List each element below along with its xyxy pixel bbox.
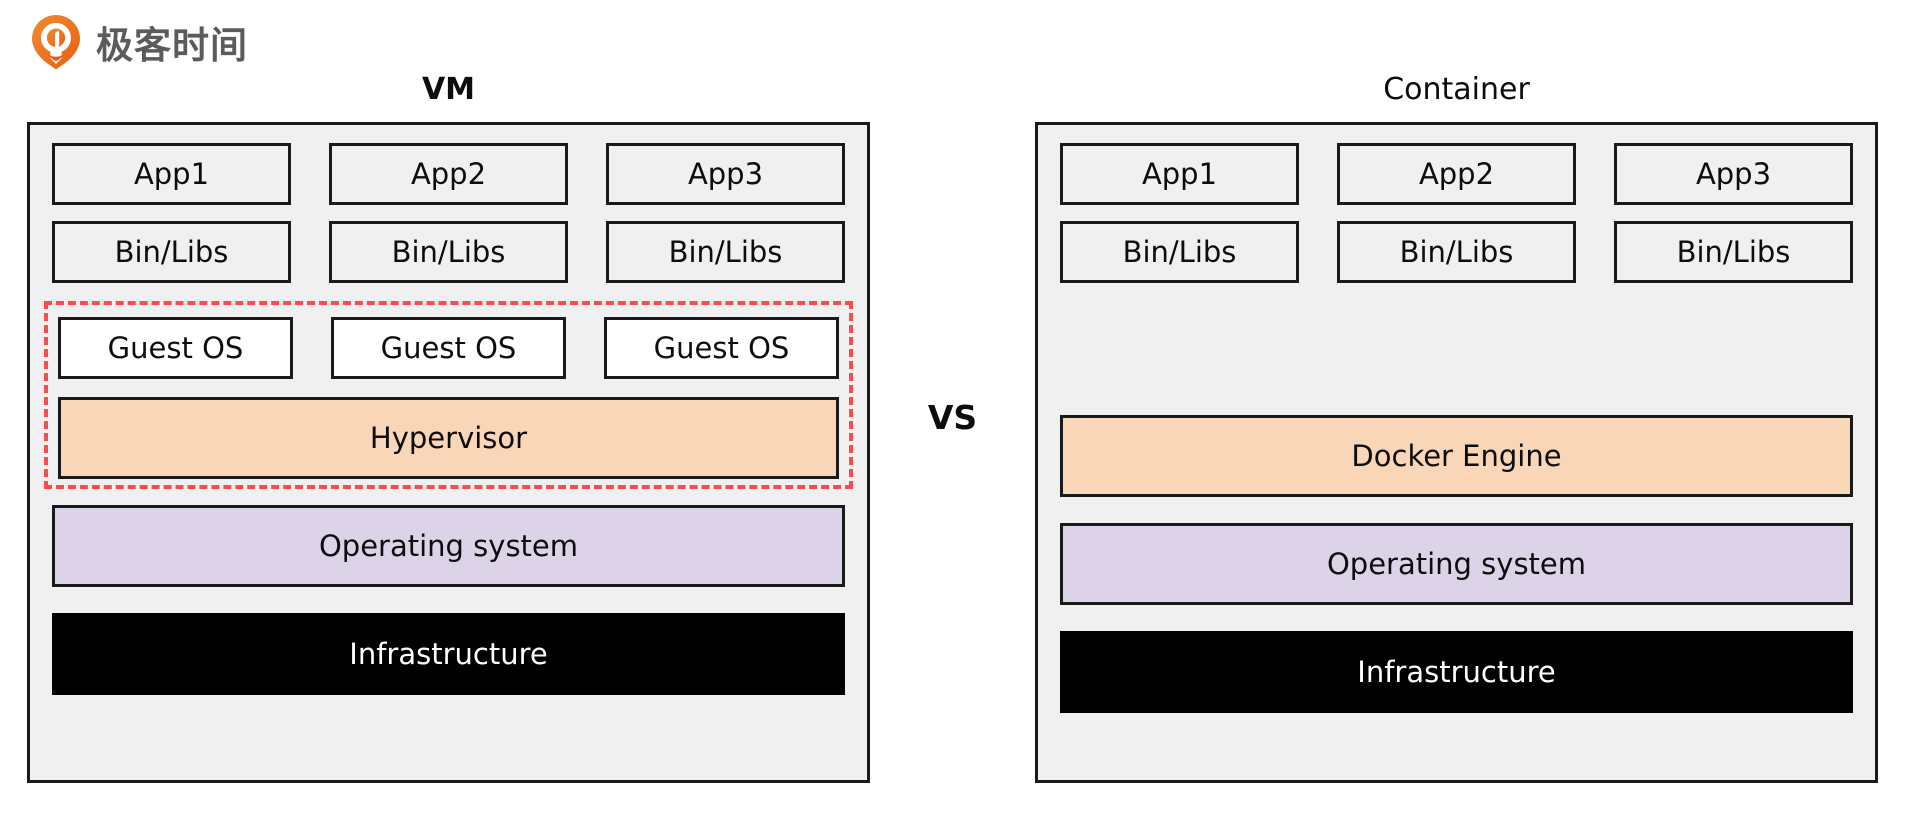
vm-guestos-box-3: Guest OS [604, 317, 839, 379]
container-stack-panel: App1 App2 App3 Bin/Libs Bin/Libs Bin/Lib… [1035, 122, 1878, 783]
container-app-box-2: App2 [1337, 143, 1576, 205]
container-binlibs-box-2: Bin/Libs [1337, 221, 1576, 283]
column-title-vm: VM [421, 72, 476, 107]
vm-app-row: App1 App2 App3 [52, 143, 845, 205]
container-operating-system-bar: Operating system [1060, 523, 1853, 605]
container-binlibs-box-1: Bin/Libs [1060, 221, 1299, 283]
container-spacer-1 [1060, 513, 1853, 523]
container-spacer-2 [1060, 621, 1853, 631]
vm-guestos-box-1: Guest OS [58, 317, 293, 379]
container-binlibs-box-3: Bin/Libs [1614, 221, 1853, 283]
vm-binlibs-box-2: Bin/Libs [329, 221, 568, 283]
container-app-row: App1 App2 App3 [1060, 143, 1853, 205]
vm-guestos-box-2: Guest OS [331, 317, 566, 379]
container-binlibs-row: Bin/Libs Bin/Libs Bin/Libs [1060, 221, 1853, 283]
vm-operating-system-bar: Operating system [52, 505, 845, 587]
vm-spacer [52, 603, 845, 613]
vm-virtualization-highlight: Guest OS Guest OS Guest OS Hypervisor [44, 301, 853, 489]
vm-app-box-2: App2 [329, 143, 568, 205]
vm-infrastructure-bar: Infrastructure [52, 613, 845, 695]
container-docker-engine-bar: Docker Engine [1060, 415, 1853, 497]
brand-name: 极客时间 [96, 24, 248, 67]
vm-guestos-row: Guest OS Guest OS Guest OS [58, 317, 839, 379]
vm-stack-panel: App1 App2 App3 Bin/Libs Bin/Libs Bin/Lib… [27, 122, 870, 783]
vm-app-box-1: App1 [52, 143, 291, 205]
container-app-box-1: App1 [1060, 143, 1299, 205]
vm-binlibs-box-3: Bin/Libs [606, 221, 845, 283]
vm-app-box-3: App3 [606, 143, 845, 205]
container-infrastructure-bar: Infrastructure [1060, 631, 1853, 713]
geekbang-drop-logo-icon [30, 14, 82, 70]
vm-hypervisor-bar: Hypervisor [58, 397, 839, 479]
container-gap-spacer [1060, 299, 1853, 415]
vm-binlibs-row: Bin/Libs Bin/Libs Bin/Libs [52, 221, 845, 283]
brand-logo: 极客时间 [30, 14, 248, 70]
container-app-box-3: App3 [1614, 143, 1853, 205]
vm-binlibs-box-1: Bin/Libs [52, 221, 291, 283]
vs-label: VS [927, 398, 978, 437]
column-title-container: Container [1383, 72, 1530, 107]
